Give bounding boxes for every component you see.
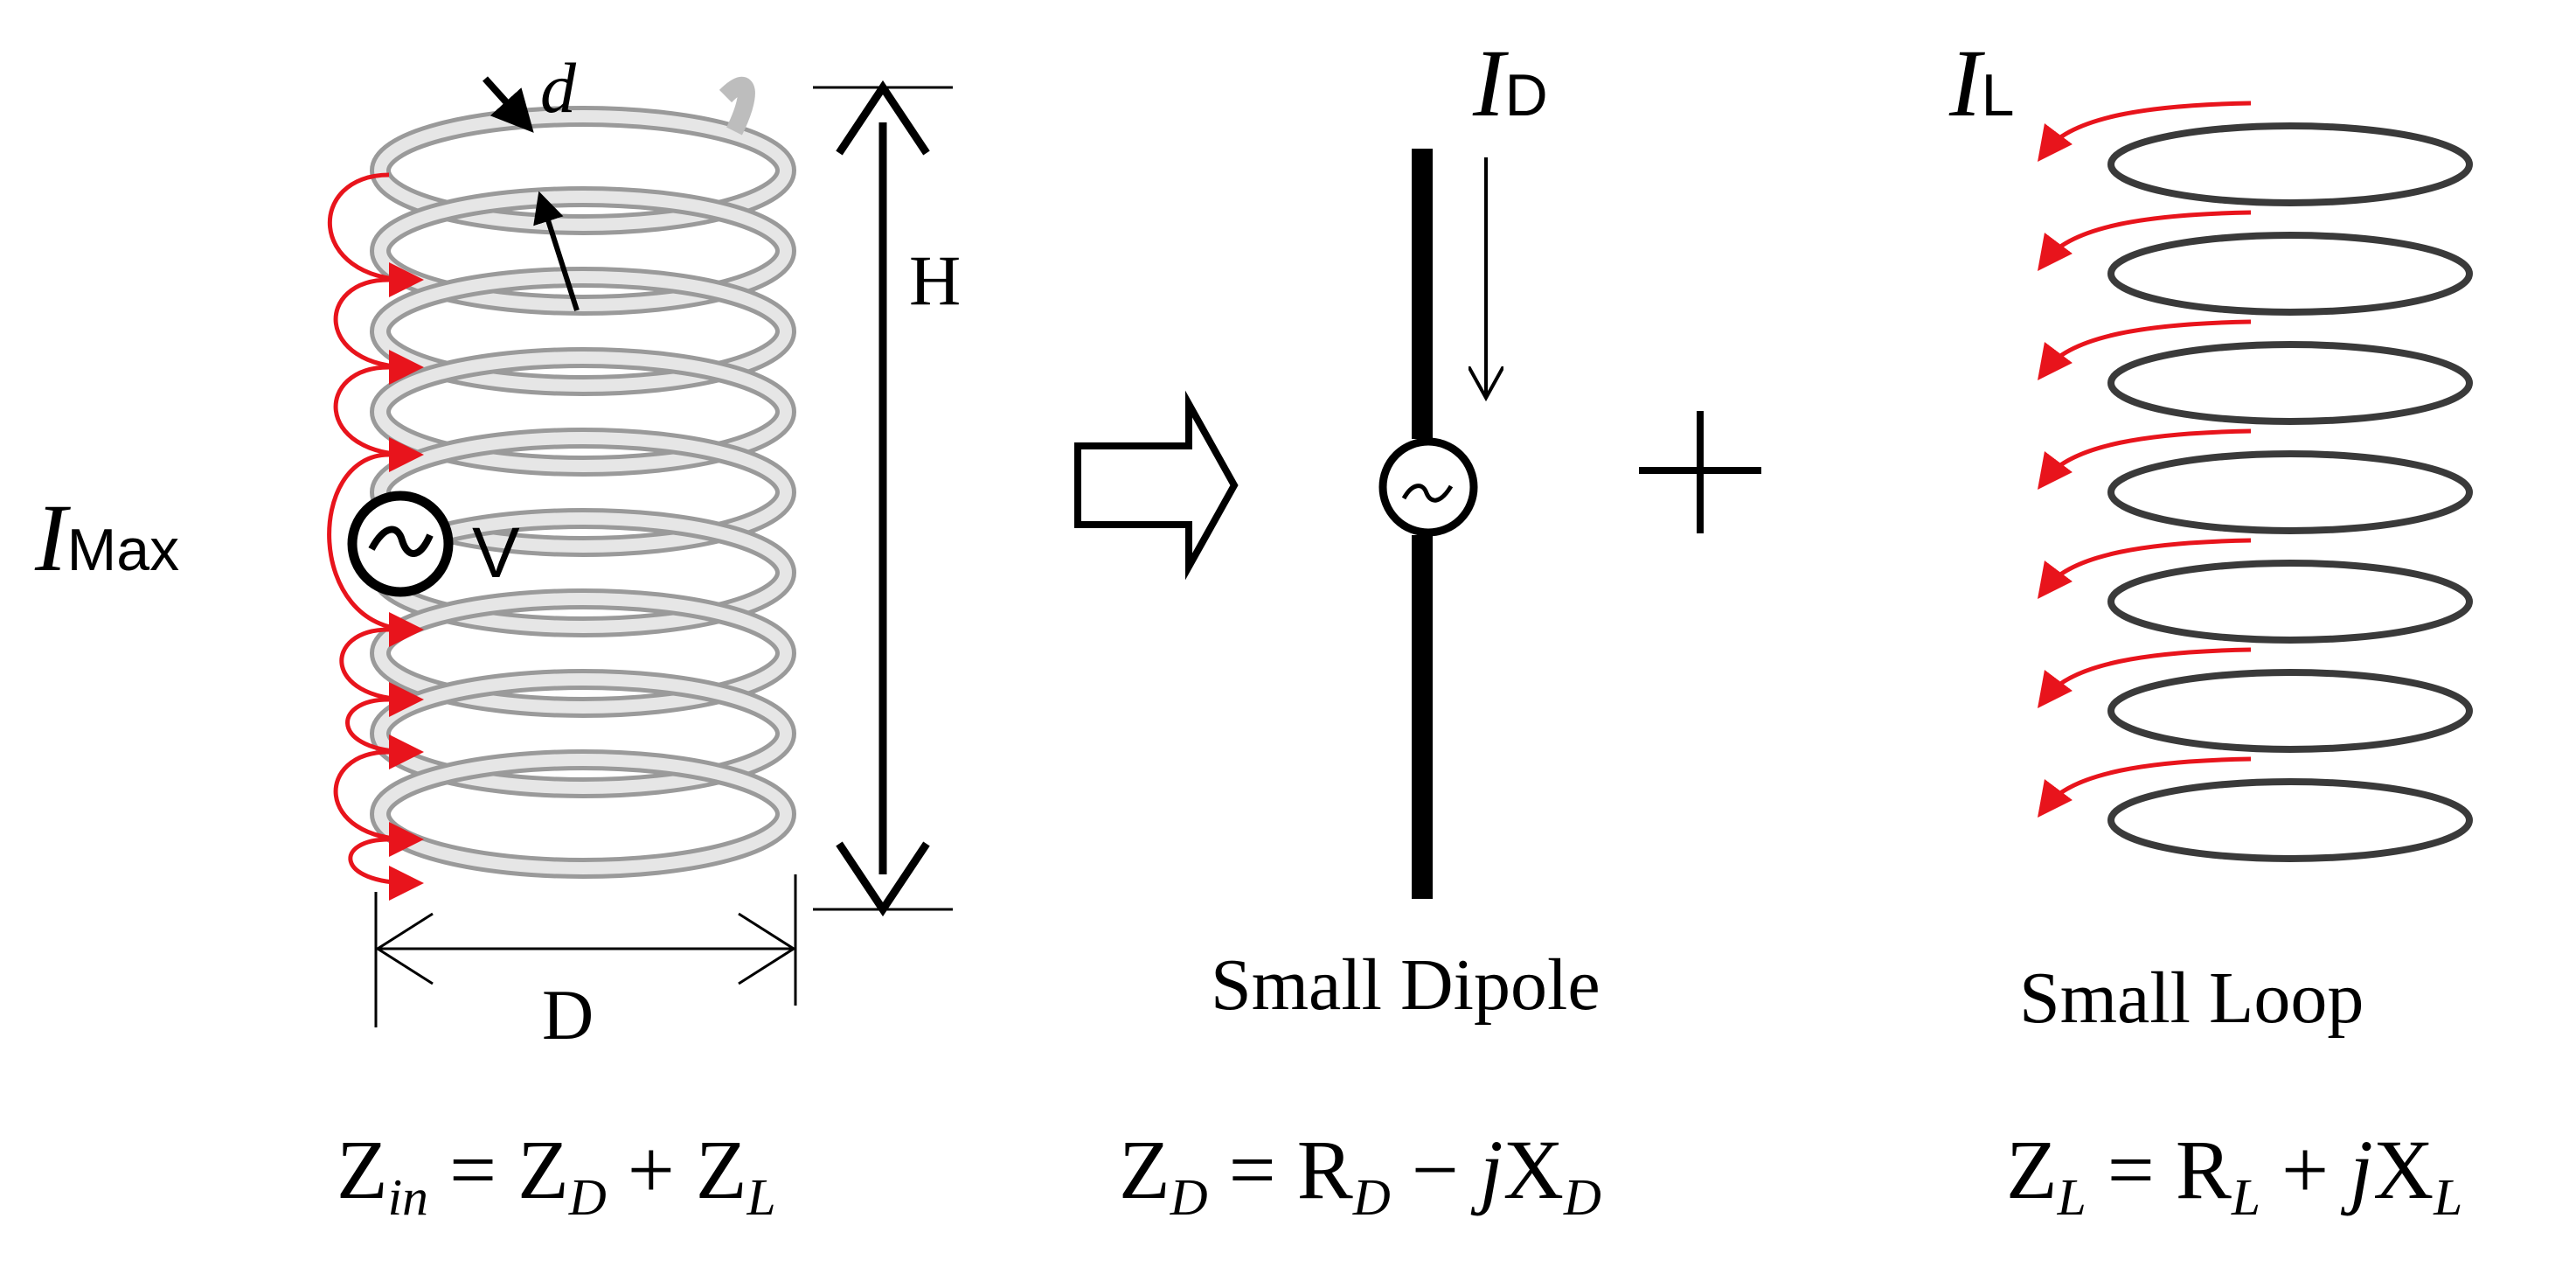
helix-turn xyxy=(374,673,792,794)
current-subscript: D xyxy=(1504,62,1548,129)
small-loop-ring xyxy=(2107,560,2473,644)
eq-term: Z xyxy=(695,1123,747,1216)
small-loop-ring xyxy=(2107,122,2473,206)
eq-term: Z xyxy=(337,1123,388,1216)
helix-current-arrow xyxy=(333,365,424,472)
eq-imaginary-unit: j xyxy=(2350,1123,2373,1216)
helix-coil xyxy=(370,77,796,879)
eq-operator: = xyxy=(427,1123,518,1216)
dipole-source-glyph xyxy=(1401,484,1454,503)
height-label: H xyxy=(909,240,962,320)
eq-subscript: D xyxy=(1352,1168,1391,1227)
wire-diameter-label: d xyxy=(540,48,576,128)
loop-current-arrow xyxy=(2037,538,2252,599)
eq-term: Z xyxy=(517,1123,569,1216)
helix-turn xyxy=(374,191,792,311)
small-loop-stack xyxy=(2037,101,2473,862)
eq-imaginary-unit: j xyxy=(1479,1123,1503,1216)
eq-subscript: D xyxy=(1563,1168,1601,1227)
loop-impedance-equation: ZL = RL + jXL xyxy=(2006,1128,2462,1223)
loop-current-arrow xyxy=(2037,647,2252,708)
dipole-feed-source xyxy=(1378,437,1478,537)
source-voltage-label: V xyxy=(472,513,520,593)
coil-diameter-label: D xyxy=(542,975,594,1055)
plus-sign xyxy=(1639,411,1761,533)
small-loop-ring xyxy=(2107,341,2473,425)
eq-term: R xyxy=(2175,1123,2232,1216)
eq-operator: + xyxy=(606,1123,696,1216)
helix-turn xyxy=(374,754,792,874)
eq-operator: + xyxy=(2260,1123,2350,1216)
loop-current-arrow xyxy=(2037,210,2252,271)
eq-subscript: L xyxy=(2231,1168,2261,1227)
current-symbol: I xyxy=(1473,30,1505,136)
eq-subscript: in xyxy=(387,1168,428,1227)
helix-current-arrow xyxy=(333,277,424,385)
small-loop-ring xyxy=(2107,669,2473,753)
loop-current-arrow xyxy=(2037,101,2252,162)
eq-term: Z xyxy=(2006,1123,2058,1216)
eq-subscript: L xyxy=(2434,1168,2463,1227)
wire-diameter-arrow-bottom xyxy=(533,191,580,311)
eq-operator: = xyxy=(1207,1123,1297,1216)
eq-term: R xyxy=(1296,1123,1353,1216)
helix-current-arrow xyxy=(348,837,424,901)
helix-current-arrow xyxy=(333,749,424,857)
helix-current-arrow xyxy=(345,697,424,769)
eq-term: X xyxy=(1503,1123,1564,1216)
small-loop-ring xyxy=(2107,778,2473,862)
eq-subscript: L xyxy=(746,1168,776,1227)
helix-turn xyxy=(374,593,792,714)
input-impedance-equation: Zin = ZD + ZL xyxy=(337,1128,776,1223)
small-dipole xyxy=(1378,149,1486,899)
small-loop-ring xyxy=(2107,450,2473,534)
equivalence-arrow xyxy=(1074,390,1239,581)
current-symbol: I xyxy=(35,484,67,591)
dipole-impedance-equation: ZD = RD − jXD xyxy=(1119,1128,1601,1223)
helix-current-label: IMax xyxy=(35,490,179,586)
diameter-dimension xyxy=(374,874,797,1027)
eq-subscript: D xyxy=(1170,1168,1208,1227)
helix-current-arrow xyxy=(339,627,424,717)
helix-turn xyxy=(374,271,792,392)
small-loop-ring xyxy=(2107,232,2473,316)
eq-term: X xyxy=(2372,1123,2434,1216)
eq-subscript: L xyxy=(2057,1168,2086,1227)
helix-turn xyxy=(374,352,792,472)
current-subscript: Max xyxy=(66,517,180,583)
helix-turn xyxy=(374,110,792,231)
helix-feed-source xyxy=(347,491,454,597)
dipole-current-label: ID xyxy=(1473,35,1548,131)
eq-subscript: D xyxy=(568,1168,607,1227)
current-subscript: L xyxy=(1981,62,2015,129)
loop-current-arrow xyxy=(2037,756,2252,818)
helix-current-arrow xyxy=(327,452,424,647)
height-dimension xyxy=(813,80,953,917)
loop-current-arrow xyxy=(2037,319,2252,380)
eq-term: Z xyxy=(1119,1123,1170,1216)
wire-diameter-arrow-top xyxy=(483,76,534,133)
eq-operator: = xyxy=(2086,1123,2176,1216)
helix-turns xyxy=(370,106,796,879)
loop-current-arrow xyxy=(2037,428,2252,490)
current-symbol: I xyxy=(1949,30,1982,136)
eq-operator: − xyxy=(1390,1123,1480,1216)
dipole-caption: Small Dipole xyxy=(1211,944,1600,1026)
helix-top-hook xyxy=(719,77,755,136)
helix-turn xyxy=(374,432,792,553)
helix-current-arrow xyxy=(327,172,424,297)
helix-current-arrows xyxy=(327,172,424,901)
loop-current-label: IL xyxy=(1949,35,2014,131)
loop-caption: Small Loop xyxy=(2019,957,2364,1039)
